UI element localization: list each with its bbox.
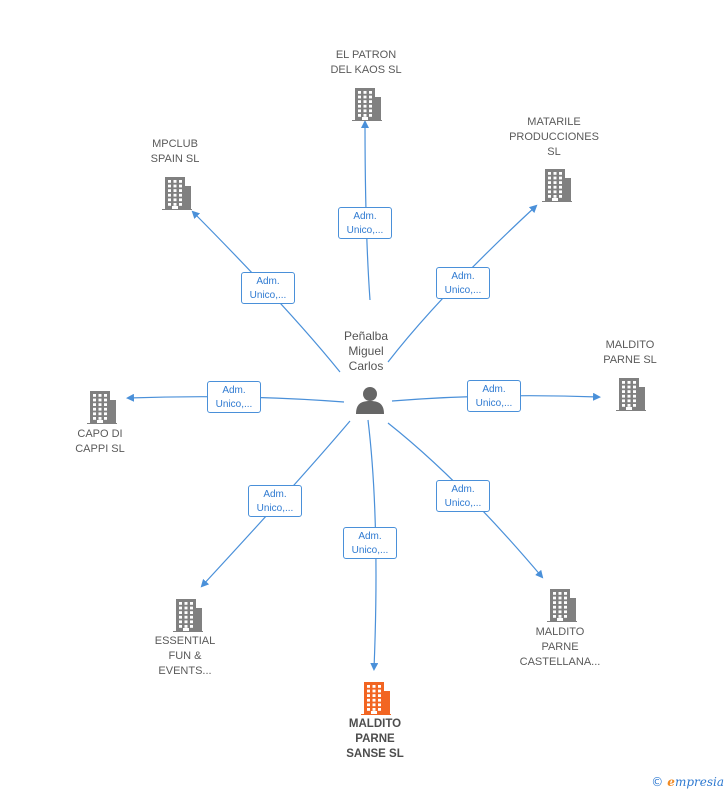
building-icon <box>361 682 391 715</box>
building-icon <box>547 589 577 622</box>
company-label-maldito-parne-castellana[interactable]: MALDITO PARNE CASTELLANA... <box>519 626 601 668</box>
company-label-essential-fun[interactable]: ESSENTIAL FUN & EVENTS... <box>154 635 216 677</box>
edge-label-maldito-parne-sanse: Adm. Unico,... <box>343 527 397 559</box>
person-icon <box>356 387 384 414</box>
company-label-maldito-parne[interactable]: MALDITO PARNE SL <box>603 339 657 366</box>
building-icon <box>616 378 646 411</box>
company-node-mpclub[interactable] <box>161 174 193 215</box>
company-node-matarile[interactable] <box>541 166 573 207</box>
building-icon <box>173 599 203 632</box>
building-icon <box>87 391 117 424</box>
building-icon <box>162 177 192 210</box>
edge-label-el-patron: Adm. Unico,... <box>338 207 392 239</box>
edge-label-matarile: Adm. Unico,... <box>436 267 490 299</box>
edge-label-maldito-parne-castellana: Adm. Unico,... <box>436 480 490 512</box>
person-node[interactable] <box>355 385 385 420</box>
edge-label-maldito-parne: Adm. Unico,... <box>467 380 521 412</box>
building-icon <box>352 88 382 121</box>
company-label-el-patron[interactable]: EL PATRON DEL KAOS SL <box>330 49 402 76</box>
company-node-maldito-parne-sanse[interactable] <box>360 679 392 720</box>
person-label[interactable]: Peñalba Miguel Carlos <box>343 329 389 373</box>
company-node-el-patron[interactable] <box>351 85 383 126</box>
edge-label-mpclub: Adm. Unico,... <box>241 272 295 304</box>
company-node-maldito-parne[interactable] <box>615 375 647 416</box>
company-node-essential-fun[interactable] <box>172 596 204 637</box>
company-node-maldito-parne-castellana[interactable] <box>546 586 578 627</box>
company-node-capo-di-cappi[interactable] <box>86 388 118 429</box>
building-icon <box>542 169 572 202</box>
company-label-mpclub[interactable]: MPCLUB SPAIN SL <box>150 138 200 165</box>
company-label-maldito-parne-sanse[interactable]: MALDITO PARNE SANSE SL <box>346 718 404 760</box>
edge-label-essential-fun: Adm. Unico,... <box>248 485 302 517</box>
edge-label-capo-di-cappi: Adm. Unico,... <box>207 381 261 413</box>
empresia-logo: ©empresia <box>651 775 724 789</box>
company-label-capo-di-cappi[interactable]: CAPO DI CAPPI SL <box>75 428 125 455</box>
company-label-matarile[interactable]: MATARILE PRODUCCIONES SL <box>509 116 599 158</box>
